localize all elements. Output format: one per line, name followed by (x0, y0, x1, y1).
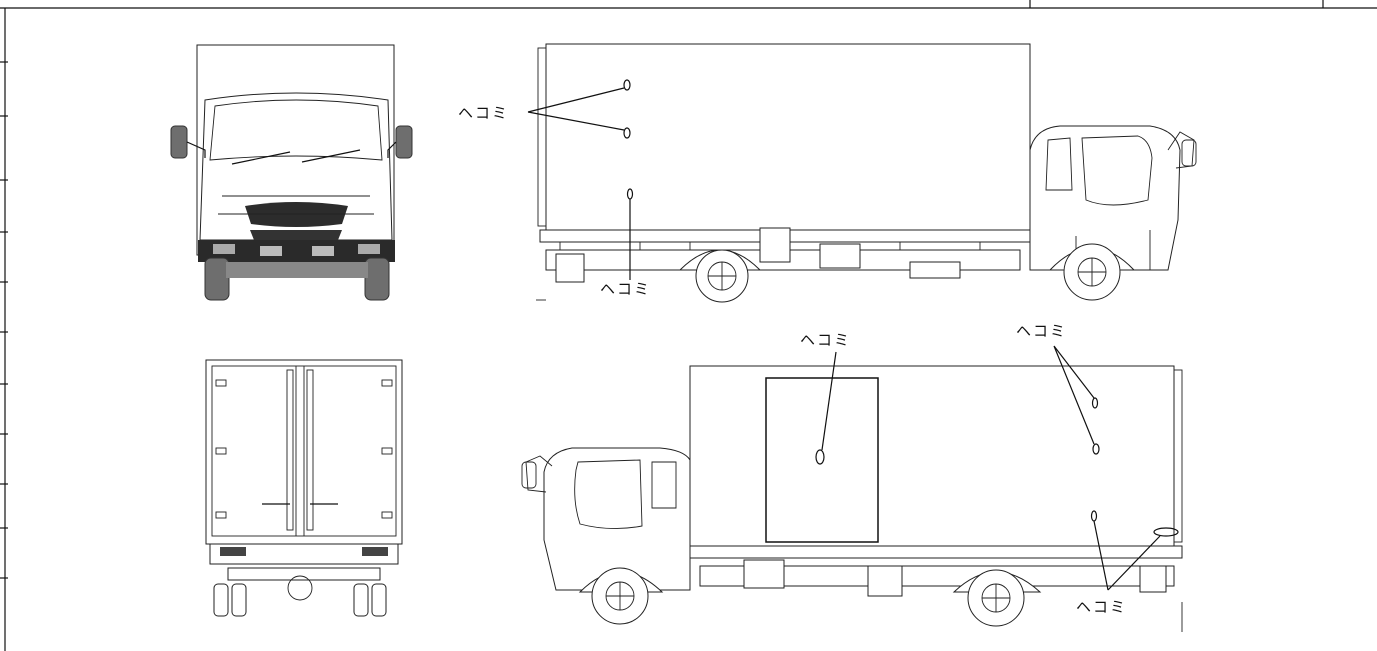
dent-mark (623, 79, 631, 91)
dent-mark (1092, 443, 1100, 455)
truck-left-side-view (536, 43, 1197, 303)
damage-marks: ヘコミ ヘコミ ヘコミ ヘコミ ヘコミ (458, 79, 1179, 616)
dent-label: ヘコミ (1016, 322, 1067, 340)
dent-label: ヘコミ (1076, 598, 1127, 616)
truck-rear-view (205, 359, 403, 617)
damage-area-frame (765, 377, 879, 543)
truck-front-view (170, 44, 413, 301)
dent-label: ヘコミ (458, 104, 509, 122)
dent-mark (623, 127, 631, 139)
dent-mark (815, 449, 825, 465)
truck-right-side-view (521, 365, 1183, 632)
dent-mark (1153, 527, 1179, 537)
dent-label: ヘコミ (600, 280, 651, 298)
dent-mark (1091, 397, 1099, 409)
dent-label: ヘコミ (800, 331, 851, 349)
